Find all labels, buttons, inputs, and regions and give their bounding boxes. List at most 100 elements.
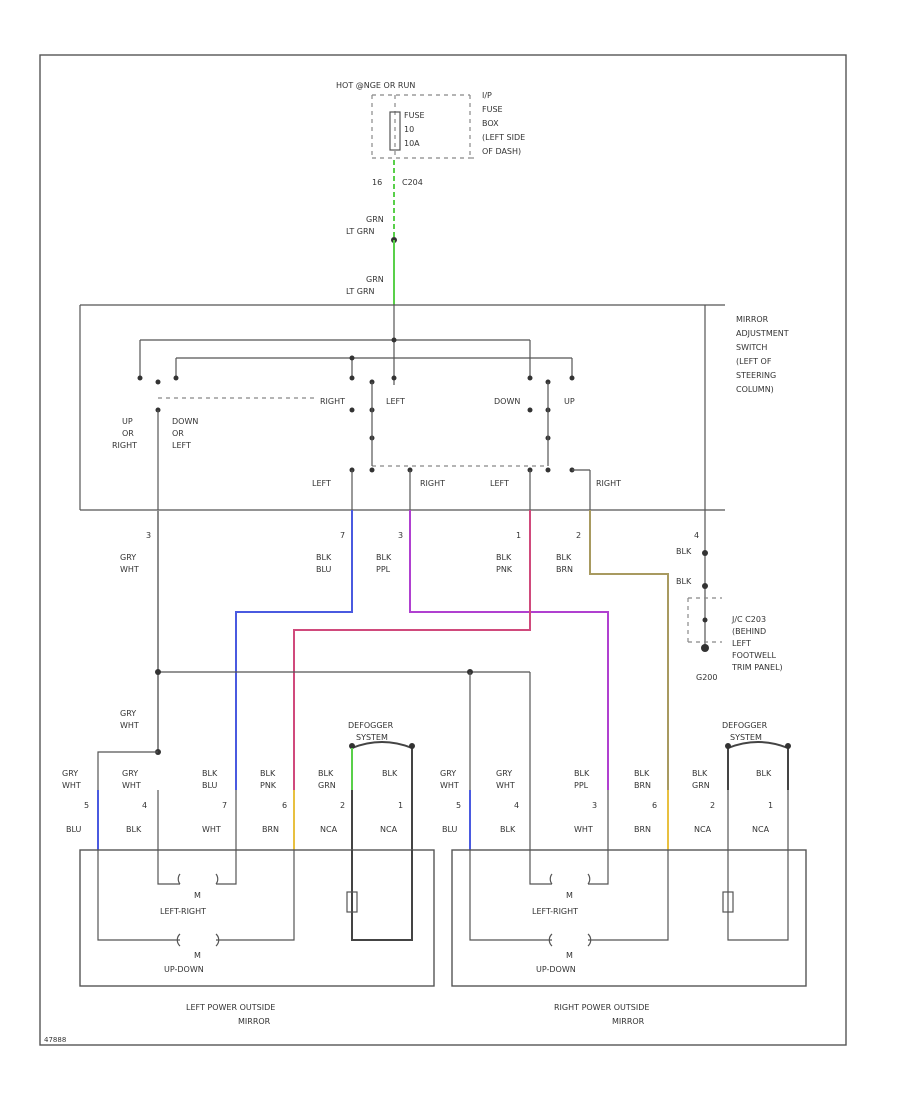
lm-pin3: 7 [222,801,227,810]
defogger-right-2: SYSTEM [730,733,762,742]
w1b-color-2: PNK [496,565,513,574]
switch-pin-5: 2 [576,531,581,540]
rm-wire2-a: GRY [496,769,512,778]
right-mirror-title-1: RIGHT POWER OUTSIDE [554,1003,649,1012]
defogger-left-1: DEFOGGER [348,721,394,730]
rm-pin4: 6 [652,801,657,810]
left-mirror-title-2: MIRROR [238,1017,271,1026]
lm-conn2: BLK [126,825,142,834]
left-mirror-box [79,849,435,987]
switch-down-or-left-2: OR [172,429,184,438]
right-mirror-title-2: MIRROR [612,1017,645,1026]
lm-pin4: 6 [282,801,287,810]
left-mirror-title-1: LEFT POWER OUTSIDE [186,1003,275,1012]
rm-conn5: NCA [694,825,712,834]
left-mirror-pins: 5 4 7 6 2 1 [84,801,403,810]
switch-pin-4: 1 [516,531,521,540]
rm-conn6: NCA [752,825,770,834]
switch-right-label: RIGHT [320,397,345,406]
rm-wire5-b: GRN [692,781,710,790]
switch-bottom-right-1: RIGHT [420,479,445,488]
c204-pin: 16 [372,178,382,187]
switch-bottom-left-2: LEFT [490,479,509,488]
lm-pin2: 4 [142,801,147,810]
rm-wire3-a: BLK [574,769,590,778]
right-mirror-conns: BLU BLK WHT BRN NCA NCA [442,825,770,834]
w1b-color-1: BLK [496,553,512,562]
left-mirror-wire-labels: GRY WHT GRY WHT BLK BLU BLK PNK BLK GRN … [62,769,398,790]
lm-conn3: WHT [202,825,221,834]
rm-wire6-a: BLK [756,769,772,778]
w-blk-color: BLK [676,577,692,586]
rm-wire1-a: GRY [440,769,456,778]
lm-pin1: 5 [84,801,89,810]
lm-conn4: BRN [262,825,279,834]
rm-pin2: 4 [514,801,519,810]
w4-color: BLK [676,547,692,556]
rm-conn1: BLU [442,825,458,834]
w1-color-1: GRY [120,553,136,562]
rm-pin6: 1 [768,801,773,810]
switch-up-or-right-1: UP [122,417,133,426]
fuse-line-3: 10A [404,139,420,148]
rm-pin3: 3 [592,801,597,810]
lm-wire1-b: WHT [62,781,81,790]
fuse-block-line-1: I/P [482,91,492,100]
switch-label-3: SWITCH [736,343,767,352]
w3-color-1: BLK [376,553,392,562]
switch-up-or-right-3: RIGHT [112,441,137,450]
left-lr-label: LEFT-RIGHT [160,907,206,916]
right-ud-label: UP-DOWN [536,965,576,974]
fuse-icon [389,111,401,151]
rm-wire5-a: BLK [692,769,708,778]
ground-label-4: FOOTWELL [732,651,777,660]
fuse-block-line-4: (LEFT SIDE [482,133,525,142]
lm-conn5: NCA [320,825,338,834]
switch-pin-1: 3 [146,531,151,540]
lm-wire1-a: GRY [62,769,78,778]
w7-color-1: BLK [316,553,332,562]
switch-label-1: MIRROR [736,315,769,324]
right-ud-motor-icon: M [566,951,573,960]
splice-color-2: WHT [120,721,139,730]
switch-up-or-right-2: OR [122,429,134,438]
rm-pin1: 5 [456,801,461,810]
w2-color-1: BLK [556,553,572,562]
lm-wire3-a: BLK [202,769,218,778]
w1-color-2: WHT [120,565,139,574]
left-ud-motor-icon: M [194,951,201,960]
switch-label-2: ADJUSTMENT [736,329,789,338]
lm-wire2-a: GRY [122,769,138,778]
left-heater-icon [346,891,358,913]
diagram-frame [39,54,847,1046]
switch-pin-6: 4 [694,531,699,540]
lm-wire3-b: BLU [202,781,218,790]
switch-left-label: LEFT [386,397,405,406]
lm-wire4-b: PNK [260,781,277,790]
rm-conn4: BRN [634,825,651,834]
right-mirror-box [451,849,807,987]
w2-color-2: BRN [556,565,573,574]
rm-conn2: BLK [500,825,516,834]
lm-wire4-a: BLK [260,769,276,778]
footer-code: 47888 [44,1036,66,1044]
ground-label-1: J/C C203 [731,615,766,624]
switch-down-or-left-3: LEFT [172,441,191,450]
rm-wire4-b: BRN [634,781,651,790]
right-lr-motor-icon: M [566,891,573,900]
right-lr-label: LEFT-RIGHT [532,907,578,916]
ground-label-2: (BEHIND [732,627,766,636]
switch-down-or-left-1: DOWN [172,417,198,426]
switch-label-6: COLUMN) [736,385,774,394]
rm-wire4-a: BLK [634,769,650,778]
lm-conn6: NCA [380,825,398,834]
lm-wire2-b: WHT [122,781,141,790]
lm-pin5: 2 [340,801,345,810]
lm-conn1: BLU [66,825,82,834]
feed1-color-1: GRN [366,215,384,224]
ground-label-3: LEFT [732,639,751,648]
left-ud-label: UP-DOWN [164,965,204,974]
fuse-block-line-3: BOX [482,119,499,128]
rm-wire2-b: WHT [496,781,515,790]
splice-color-1: GRY [120,709,136,718]
